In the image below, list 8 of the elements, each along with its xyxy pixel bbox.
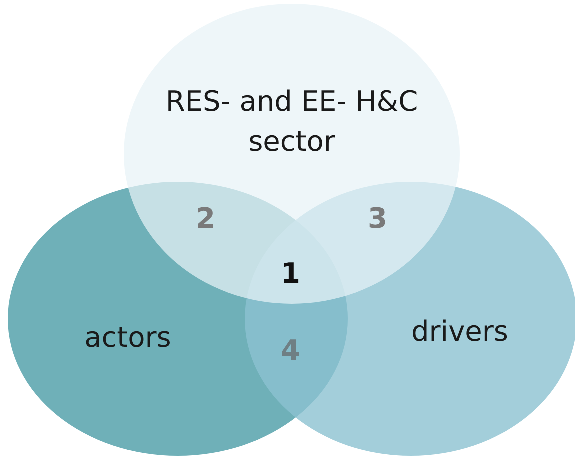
venn-circle bbox=[124, 4, 460, 304]
circle-label: actors bbox=[84, 320, 172, 356]
circle-label: RES- and EE- H&C sector bbox=[164, 84, 420, 160]
region-number: 1 bbox=[281, 257, 300, 290]
region-number: 4 bbox=[281, 334, 300, 367]
circle-label: drivers bbox=[410, 314, 510, 350]
region-number: 2 bbox=[196, 202, 216, 235]
region-number: 3 bbox=[368, 202, 388, 235]
